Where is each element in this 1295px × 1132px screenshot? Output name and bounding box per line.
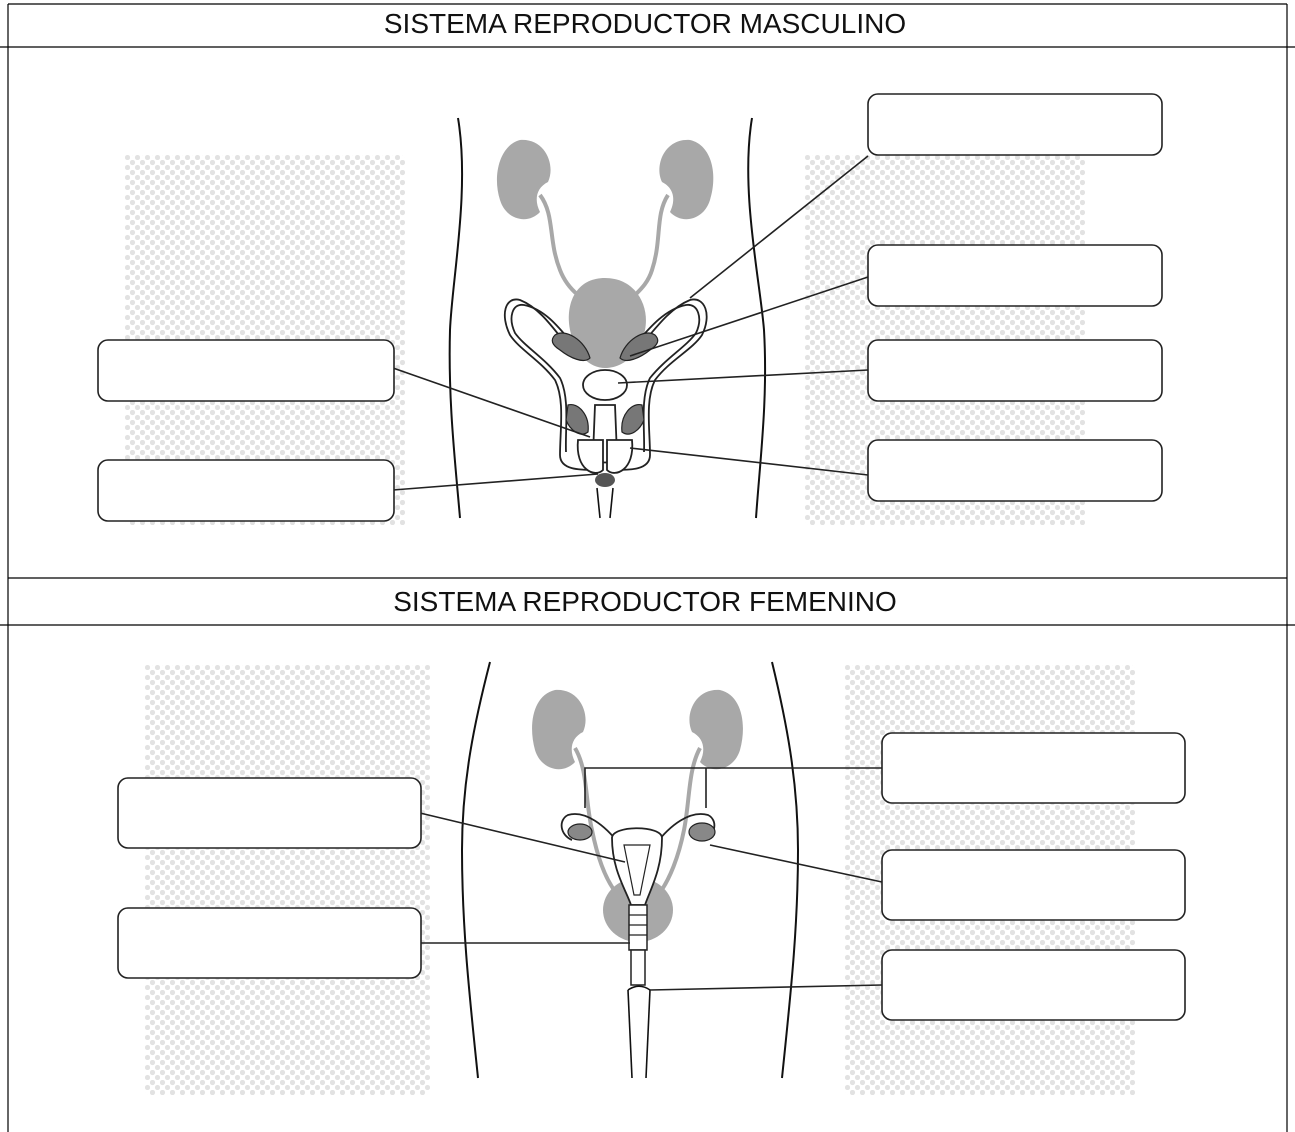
male-leader-lines — [392, 155, 869, 491]
right-kidney — [689, 689, 743, 770]
kidneys — [532, 689, 743, 770]
label-box-female-2[interactable] — [881, 849, 1186, 921]
label-box-male-4[interactable] — [867, 439, 1163, 502]
label-box-male-6[interactable] — [97, 459, 395, 522]
cervix — [628, 904, 648, 951]
prostate — [582, 369, 628, 401]
ureters — [538, 193, 670, 297]
male-label-boxes — [97, 93, 1163, 522]
label-box-male-5[interactable] — [97, 339, 395, 402]
female-diagram — [117, 640, 1186, 1120]
label-box-female-5[interactable] — [117, 907, 422, 979]
section-title-female: SISTEMA REPRODUCTOR FEMENINO — [393, 586, 897, 617]
perineum-lines — [596, 487, 614, 519]
vaginal-rugae — [629, 914, 647, 936]
testes — [576, 439, 634, 474]
left-kidney — [532, 689, 586, 770]
dotted-background-left — [145, 665, 430, 1095]
ovaries — [567, 822, 716, 842]
uterine-cavity — [623, 844, 651, 896]
seminal-vesicles — [551, 332, 659, 435]
label-box-female-1[interactable] — [881, 732, 1186, 804]
female-label-boxes — [117, 732, 1186, 1021]
body-outline — [448, 117, 767, 519]
kidneys — [496, 139, 714, 220]
label-box-male-2[interactable] — [867, 244, 1163, 307]
label-box-female-4[interactable] — [117, 777, 422, 849]
glans — [595, 473, 615, 487]
table-borders — [0, 3, 1295, 1132]
body-outline — [460, 661, 800, 1079]
male-diagram — [97, 90, 1163, 540]
right-kidney — [659, 139, 714, 220]
label-box-female-3[interactable] — [881, 949, 1186, 1021]
left-kidney — [496, 139, 551, 220]
vagina — [630, 949, 646, 986]
section-title-male: SISTEMA REPRODUCTOR MASCULINO — [383, 8, 907, 39]
vulva-lines — [627, 985, 651, 1079]
label-box-male-3[interactable] — [867, 339, 1163, 402]
vas-deferens — [503, 298, 708, 471]
label-box-male-1[interactable] — [867, 93, 1163, 156]
female-leader-lines — [419, 767, 883, 991]
